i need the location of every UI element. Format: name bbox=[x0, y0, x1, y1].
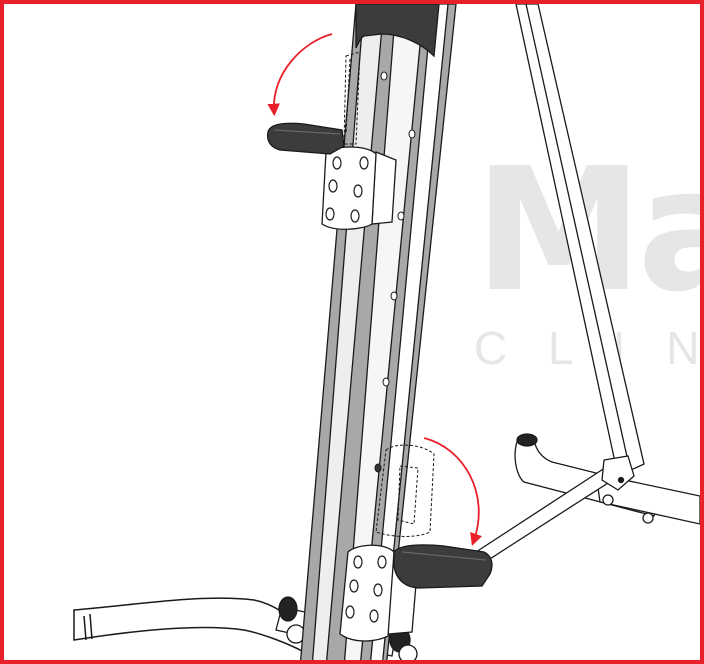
upper-pedal bbox=[266, 122, 345, 155]
top-hand-grip bbox=[355, 4, 440, 58]
bottom-handlebar bbox=[73, 597, 305, 654]
upper-pedal-folded-outline bbox=[343, 51, 361, 145]
upper-pedal-bracket bbox=[321, 146, 397, 230]
lower-pedal bbox=[393, 544, 493, 589]
rotation-arrows bbox=[267, 33, 483, 546]
fold-down-arrow-upper bbox=[267, 33, 333, 117]
lower-pedal-folded-outline bbox=[375, 444, 435, 537]
fold-down-arrow-lower bbox=[423, 437, 483, 546]
right-frame-leg bbox=[515, 4, 645, 477]
lower-pedal-bracket bbox=[339, 544, 419, 642]
climber-assembly-illustration: Ma C L I N bbox=[73, 4, 700, 660]
